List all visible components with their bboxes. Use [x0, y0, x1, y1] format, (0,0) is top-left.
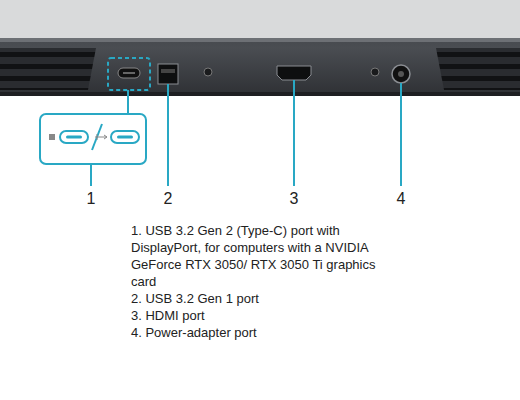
callout-number: 3: [284, 190, 304, 208]
port-description: 1. USB 3.2 Gen 2 (Type-C) port with Disp…: [131, 222, 393, 290]
port-description: 4. Power-adapter port: [131, 324, 393, 341]
port-description: 2. USB 3.2 Gen 1 port: [131, 290, 393, 307]
port-list: 1. USB 3.2 Gen 2 (Type-C) port with Disp…: [131, 222, 393, 341]
callout-number: 1: [81, 190, 101, 208]
callout-number: 2: [158, 190, 178, 208]
callout-number: 4: [391, 190, 411, 208]
port-description: 3. HDMI port: [131, 307, 393, 324]
